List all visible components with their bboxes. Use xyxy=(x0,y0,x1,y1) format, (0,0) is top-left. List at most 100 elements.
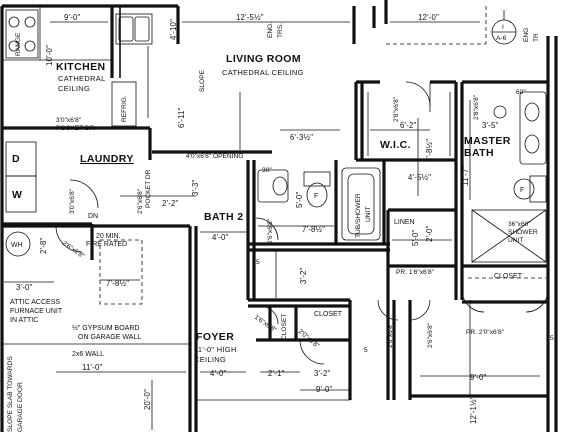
sink-symbol xyxy=(493,105,507,119)
attic-note-3: IN ATTIC xyxy=(10,317,38,324)
gypsum-note-1: ½" GYPSUM BOARD xyxy=(72,324,139,332)
washer-label: W xyxy=(12,189,22,201)
laundry-label: LAUNDRY xyxy=(80,153,134,165)
living-room-label: LIVING ROOM xyxy=(226,53,301,65)
master-bath-label-2: BATH xyxy=(464,147,494,159)
tub-shower-label: TUB/SHOWER xyxy=(355,193,362,238)
door-swings xyxy=(55,81,549,365)
closet-master-label: CLOSET xyxy=(494,273,523,280)
wic-door-2-label: 2'8"x6'8" xyxy=(473,94,480,120)
pocket-door-kitchen-2: POCKET DR xyxy=(56,125,95,132)
dim-attic: 7'-8½" xyxy=(106,279,129,288)
dimension-lines xyxy=(4,21,540,430)
pocket-door-kitchen-1: 3'0"x6'8" xyxy=(56,117,82,124)
foyer-note-1: 11'-0" HIGH xyxy=(194,345,237,354)
dim-5-0-linen: 5'-0" xyxy=(411,229,420,246)
opening-label: 4'0"x6'8" OPENING xyxy=(186,153,243,160)
dim-3-3: 3'-3" xyxy=(191,179,200,196)
section-marker xyxy=(491,10,517,45)
dim-wic-depth: 7'-8½" xyxy=(425,139,434,162)
lav-master-label: 60" xyxy=(516,89,526,96)
tag-5-c: 5 xyxy=(550,335,554,342)
eng-trs-note-2: TRS. xyxy=(277,23,284,38)
closet-foyer-vertical: CLOSET xyxy=(281,314,288,340)
attic-note-2: FURNACE UNIT xyxy=(10,308,63,315)
shower-unit-label-2: UNIT xyxy=(508,237,523,244)
eng-trs-note-1: ENG. xyxy=(267,22,274,38)
dim-4-0: 4'-0" xyxy=(212,233,229,242)
foyer-note-2: CEILING xyxy=(194,355,226,364)
fire-rated-note-2: FIRE RATED xyxy=(86,241,127,248)
kitchen-label: KITCHEN xyxy=(56,61,105,73)
bath2-door-label: 2'6"x6'8" xyxy=(267,218,274,244)
dim-kitchen-width: 9'-0" xyxy=(64,13,81,22)
pocket-door-bath2-2: POCKET DR xyxy=(145,169,152,208)
dim-20-0: 20'-0" xyxy=(143,389,152,410)
toilet-label-bath2: F xyxy=(314,193,318,200)
water-heater-symbol xyxy=(5,231,31,257)
foyer-right-door-label: 2'6"x6'8" xyxy=(427,322,434,348)
attic-note-1: ATTIC ACCESS xyxy=(10,299,60,306)
slope-note: SLOPE xyxy=(199,69,206,92)
dim-6-3: 6'-3½" xyxy=(290,133,313,142)
closet-foyer-label: CLOSET xyxy=(314,311,343,318)
kitchen-note-2: CEILING xyxy=(58,84,90,93)
dim-3-0: 3'-0" xyxy=(16,283,33,292)
dryer-label: D xyxy=(12,153,20,165)
toilet-label-master: F xyxy=(520,187,524,194)
dim-11-0: 11'-0" xyxy=(82,363,103,372)
lav-bath2-label: 30" xyxy=(262,167,272,174)
dim-11-7: 11'-7" xyxy=(461,165,470,186)
dim-3-2: 3'-2" xyxy=(299,267,308,284)
dim-5-0: 5'-0" xyxy=(295,191,304,208)
dim-kitchen-depth: 10'-0" xyxy=(45,45,54,66)
water-heater-label: WH xyxy=(11,242,23,249)
kitchen-sink xyxy=(115,13,153,45)
down-note: DN xyxy=(88,213,98,220)
fire-rated-note-1: 20 MIN. xyxy=(96,233,121,240)
tag-5-b: 5 xyxy=(364,347,368,354)
dim-6-11: 6'-11" xyxy=(177,107,186,128)
slope-slab-note-1: SLOPE SLAB TOWARDS xyxy=(7,356,14,432)
shower-unit-size: 36"x60" xyxy=(508,221,531,228)
section-marker-top: I xyxy=(502,24,504,31)
dim-4-0-foyer: 4'-0" xyxy=(210,369,227,378)
dim-2-0: 2'-0" xyxy=(425,225,434,242)
shower-unit-label: SHOWER xyxy=(508,229,538,236)
dim-master-width: 12'-0" xyxy=(418,13,439,22)
refrigerator-label: REFRIG. xyxy=(121,95,128,122)
dim-living-width: 12'-5½" xyxy=(236,13,264,22)
dim-2-2: 2'-2" xyxy=(162,199,179,208)
garage-door-label: 2'6"x6'8" xyxy=(61,240,86,261)
range-label: RANGE xyxy=(15,32,22,56)
wall-note: 2x6 WALL xyxy=(72,351,104,358)
dim-4-10: 4'-10" xyxy=(169,19,178,40)
dim-2-8: 2'-8" xyxy=(39,237,48,254)
dim-7-8-bath2: 7'-8½" xyxy=(302,225,325,234)
eng-tr-note-2: TR xyxy=(533,33,540,42)
dim-3-5: 3'-5" xyxy=(482,121,499,130)
range-burners xyxy=(5,9,39,59)
tag-5-a: 5 xyxy=(256,259,260,266)
laundry-door-label: 3'0"x6'8" xyxy=(69,188,76,214)
dim-9-0-foyer: 9'-0" xyxy=(316,385,333,394)
tub-unit-label: UNIT xyxy=(365,207,372,222)
section-marker-bottom: A-6 xyxy=(496,35,507,42)
foyer-label: FOYER xyxy=(196,331,234,343)
slope-slab-note-2: GARAGE DOOR xyxy=(17,382,24,432)
gypsum-note-2: ON GARAGE WALL xyxy=(78,334,141,341)
pocket-door-bath2-1: 2'6"x6'8" xyxy=(137,188,144,214)
pair-closet-door-label: PR. 1'6"x6'8" xyxy=(396,269,435,276)
entry-door-label: 1'6"x6'8" xyxy=(253,314,278,335)
kitchen-note-1: CATHEDRAL xyxy=(58,74,106,83)
eng-tr-note-1: ENG xyxy=(523,28,530,42)
wic-door-1-label: 2'8"x6'8" xyxy=(393,96,400,122)
foyer-left-door-label: 2'6"x6'8" xyxy=(387,322,394,348)
dim-4-5: 4'-5½" xyxy=(408,173,431,182)
dim-6-2: 6'-2" xyxy=(400,121,417,130)
dim-9-0-master: 9'-0" xyxy=(470,373,487,382)
pair-master-door-label: PR. 2'0"x6'8" xyxy=(466,329,505,336)
linen-label: LINEN xyxy=(394,219,415,226)
master-bath-label-1: MASTER xyxy=(464,135,511,147)
